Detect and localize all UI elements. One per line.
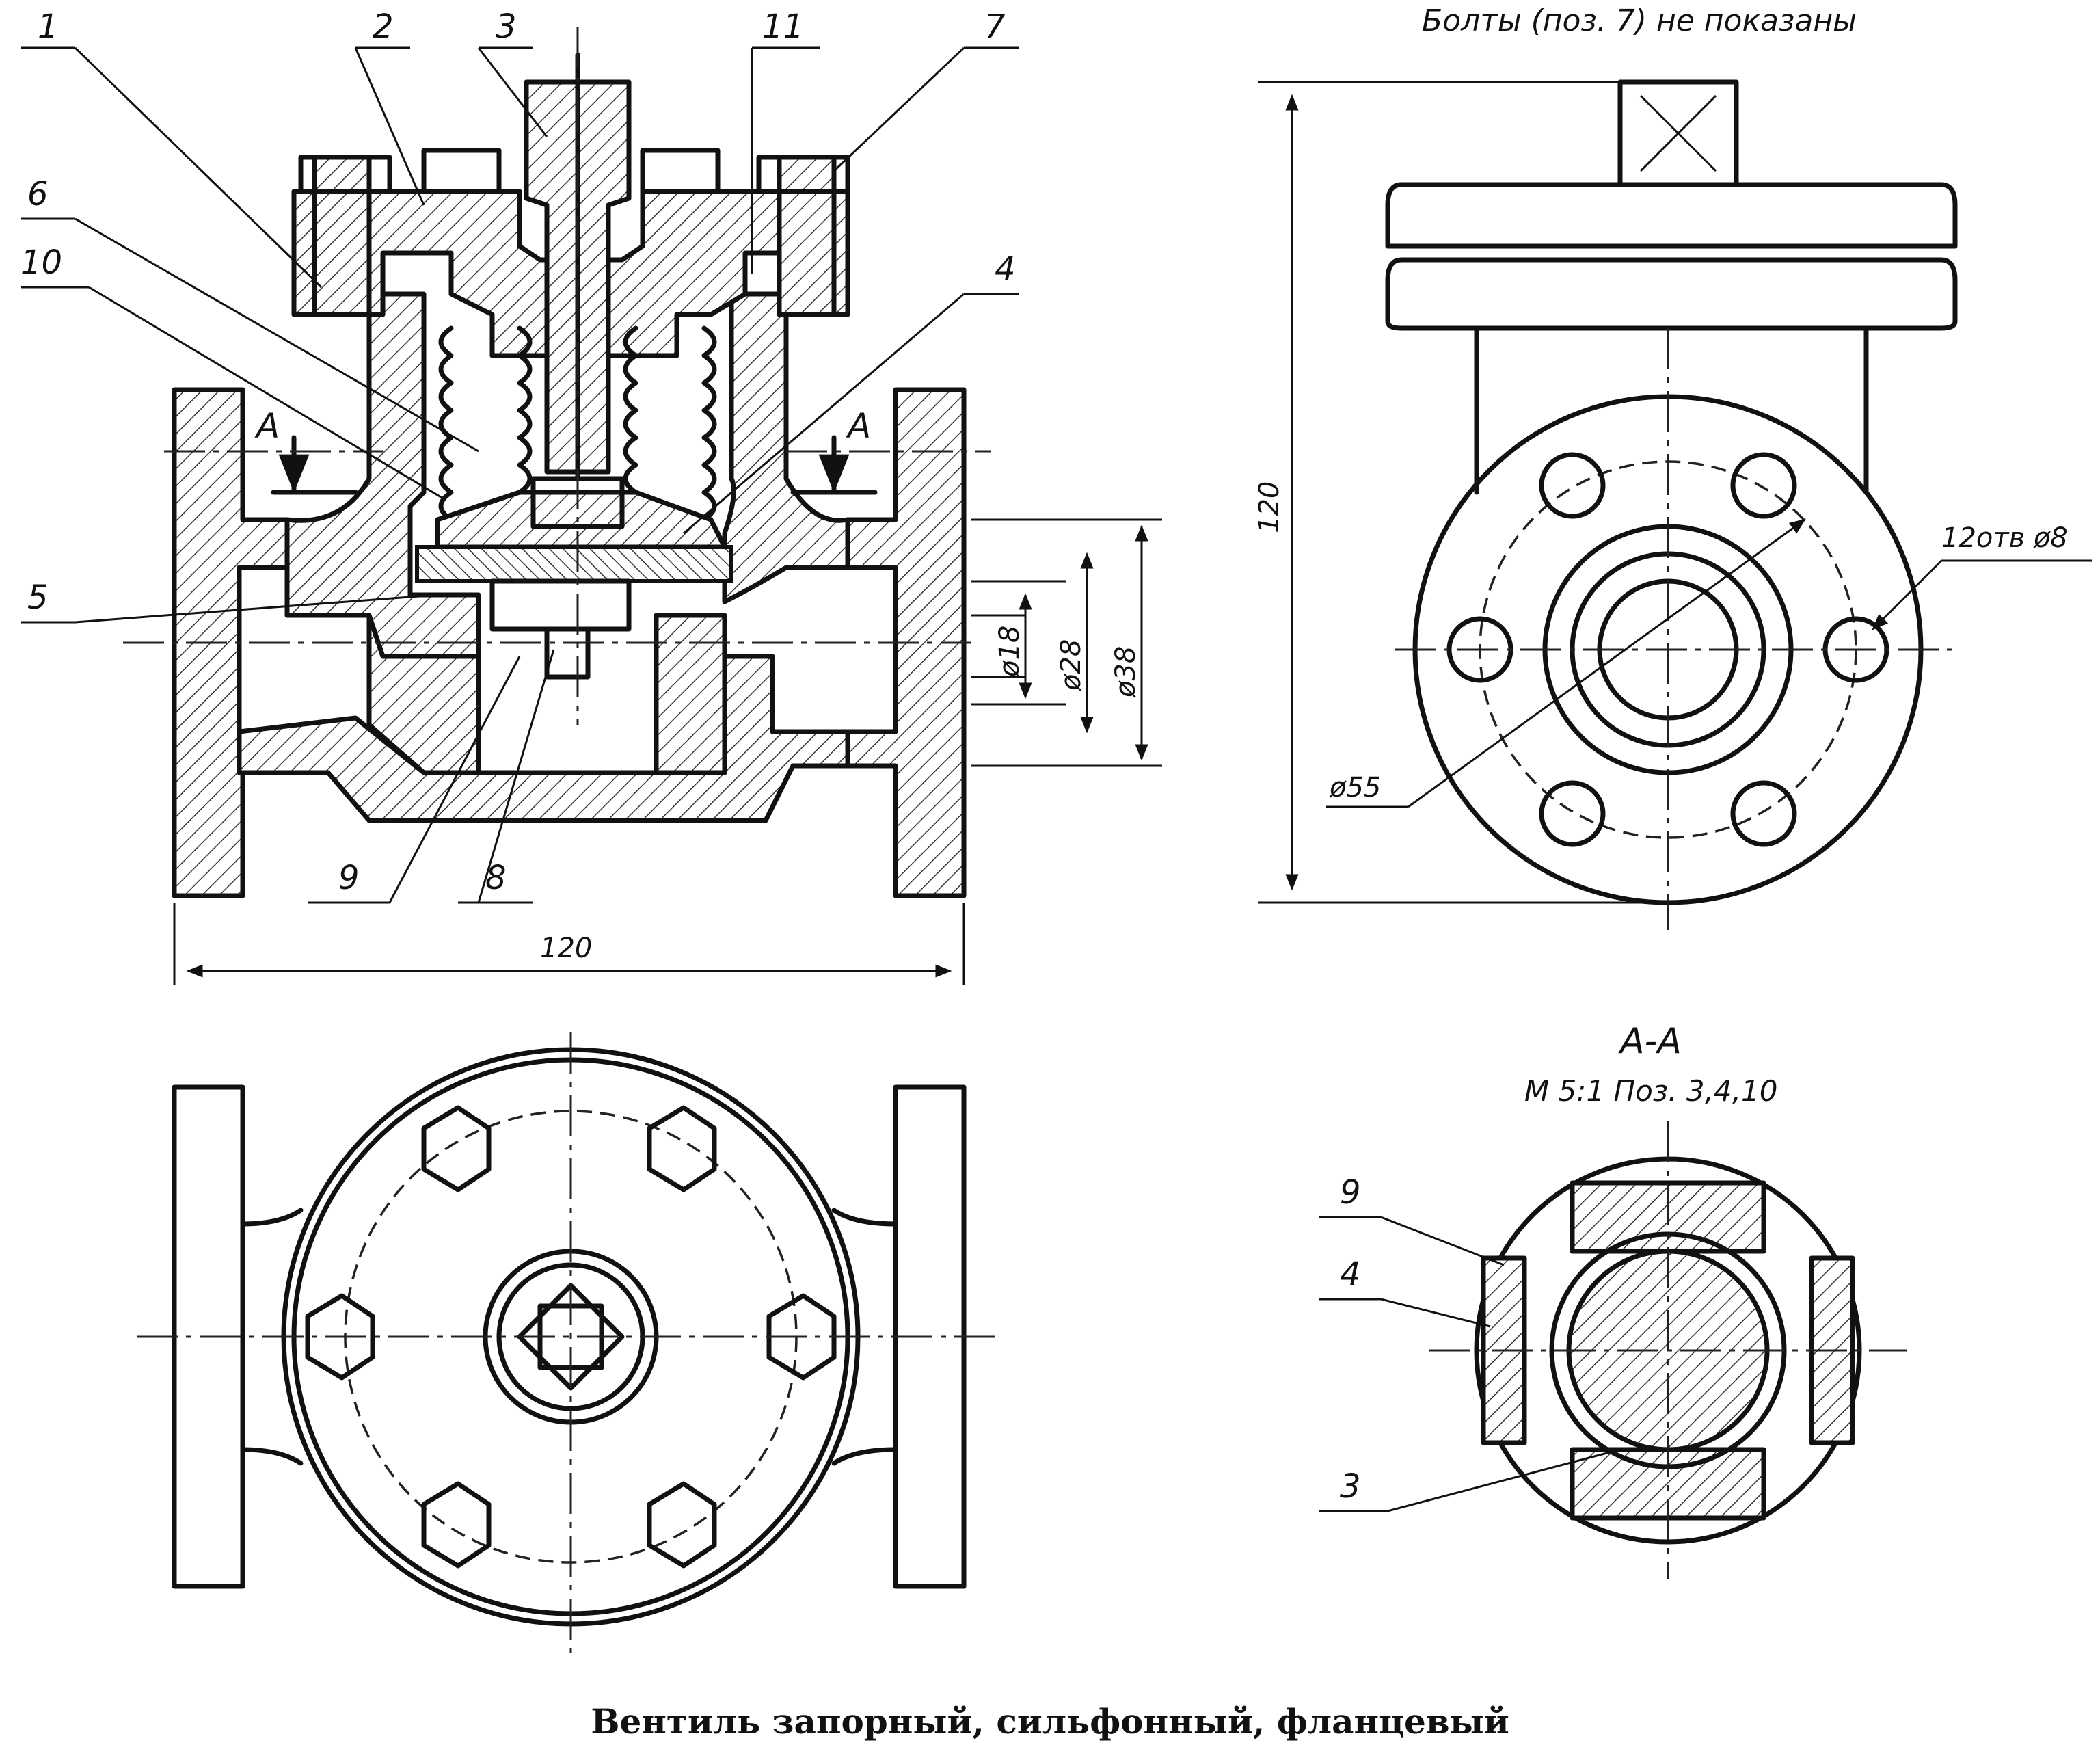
leaders-front: 1 2 3 11 7 6 10 4 5 9 8 xyxy=(21,8,1019,904)
bolt-left xyxy=(312,155,372,317)
cover-side xyxy=(1385,182,1958,249)
dim-holes: 12отв ø8 xyxy=(1941,522,2068,554)
front-section-view: А А xyxy=(123,27,991,898)
nut-left-1 xyxy=(298,155,392,194)
valve-body-right xyxy=(722,291,850,604)
seat-partition xyxy=(366,613,481,775)
section-mark-left: А xyxy=(254,406,280,446)
leader-7: 7 xyxy=(984,8,1006,46)
section-mark-right: А xyxy=(846,406,871,446)
dim-d28: ø28 xyxy=(1055,639,1087,691)
seat-partition-right xyxy=(654,613,727,775)
bolt-head-6 xyxy=(647,1481,717,1569)
bolt-head-5 xyxy=(421,1481,492,1569)
valve-body-bottom xyxy=(237,654,850,823)
leader-2: 2 xyxy=(373,8,394,46)
section-leader-3: 3 xyxy=(1340,1467,1361,1506)
dim-d18: ø18 xyxy=(994,626,1025,678)
dim-d38: ø38 xyxy=(1110,646,1142,698)
leader-10: 10 xyxy=(21,243,62,282)
plug-4 xyxy=(435,490,727,550)
valve-body-left xyxy=(284,291,481,659)
flange-side xyxy=(1385,257,1958,331)
side-view: Болты (поз. 7) не показаны 120 ø55 12отв… xyxy=(1254,3,2092,930)
bolt-head-3 xyxy=(305,1293,375,1381)
leader-9: 9 xyxy=(338,859,360,897)
section-leader-4: 4 xyxy=(1340,1255,1361,1294)
dim-length: 120 xyxy=(540,933,592,964)
leader-5: 5 xyxy=(27,578,49,617)
bolt-head-2 xyxy=(647,1105,717,1192)
leader-6: 6 xyxy=(27,175,49,213)
bolt-hole-2 xyxy=(1730,452,1797,519)
leader-11: 11 xyxy=(762,8,804,46)
drawing-caption: Вентиль запорный, сильфонный, фланцевый xyxy=(591,1701,1509,1742)
nut-right-2 xyxy=(756,155,850,194)
bolt-8 xyxy=(489,578,632,632)
leader-4: 4 xyxy=(995,250,1016,289)
section-title: А-А xyxy=(1618,1021,1682,1062)
nut-left-2 xyxy=(421,148,502,194)
bolt-head-4 xyxy=(766,1293,837,1381)
section-a-a: А-А М 5:1 Поз. 3,4,10 9 4 3 xyxy=(1319,1021,1907,1579)
section-scale: М 5:1 Поз. 3,4,10 xyxy=(1524,1074,1777,1108)
bolt-hole-1 xyxy=(1539,452,1606,519)
section-leader-9: 9 xyxy=(1340,1173,1361,1212)
leader-3: 3 xyxy=(496,8,517,46)
leader-1: 1 xyxy=(38,8,59,46)
bolt-hole-6 xyxy=(1730,780,1797,847)
dim-height: 120 xyxy=(1254,481,1285,533)
bolt-right xyxy=(777,155,837,317)
leader-8: 8 xyxy=(485,859,507,897)
note-bolts-not-shown: Болты (поз. 7) не показаны xyxy=(1422,3,1857,38)
top-view xyxy=(137,1032,998,1655)
nut-right-1 xyxy=(640,148,721,194)
seal-5 xyxy=(415,545,733,583)
bolt-head-1 xyxy=(421,1105,492,1192)
bolt-hole-5 xyxy=(1539,780,1606,847)
dim-d55: ø55 xyxy=(1329,772,1381,803)
dimensions-front: 120 ø18 ø28 ø38 xyxy=(173,518,1162,985)
section-lower xyxy=(1570,1447,1766,1521)
